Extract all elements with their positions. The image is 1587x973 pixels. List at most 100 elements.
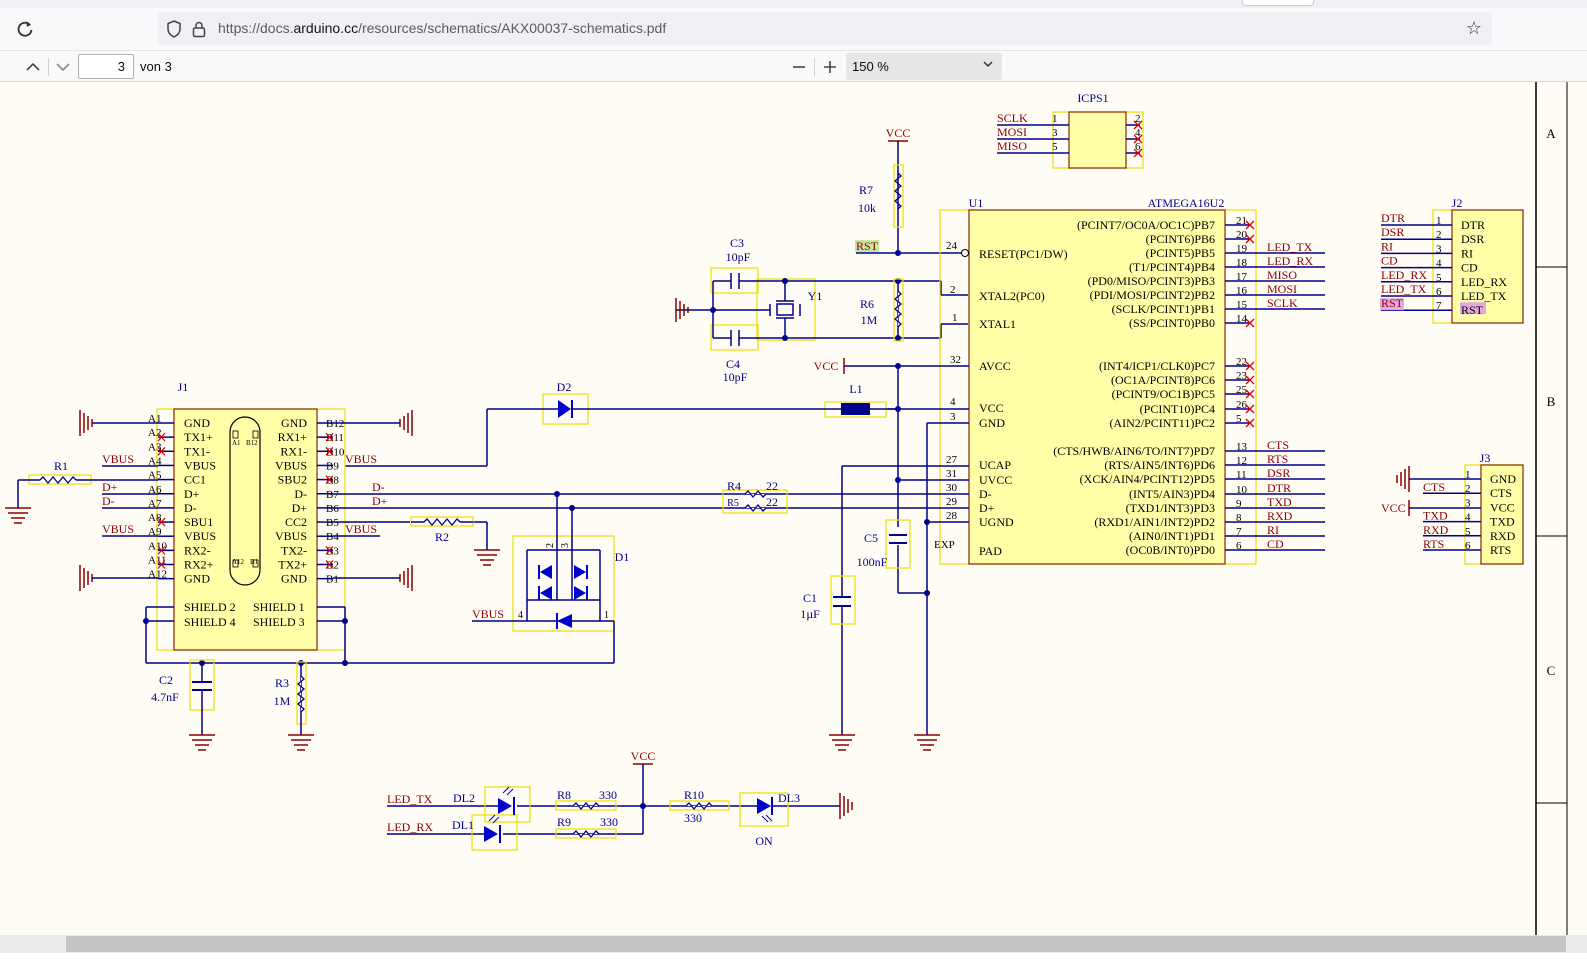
u1-pin-name: RESET(PC1/DW) <box>979 247 1068 261</box>
dminus-net-label: D- <box>372 480 385 494</box>
pin-number: 5 <box>1236 413 1242 425</box>
u1-pin-name: D- <box>979 487 992 501</box>
pin-number: 3 <box>1436 243 1442 255</box>
chevron-up-icon <box>26 62 40 71</box>
r1-ref: R1 <box>54 459 68 473</box>
zoom-value: 150 % <box>852 59 889 74</box>
zoom-select[interactable]: 150 % <box>846 53 1002 80</box>
vcc-label: VCC <box>886 126 911 140</box>
c1-ref: C1 <box>803 591 817 605</box>
j1-pin-name: D+ <box>184 487 200 501</box>
address-bar[interactable]: https://docs.arduino.cc/resources/schema… <box>158 12 1492 45</box>
pin-number: 11 <box>1236 469 1247 481</box>
led-icon <box>498 798 512 814</box>
r7-value: 10k <box>858 201 876 215</box>
pin-number: 2 <box>950 284 956 296</box>
r6-ref: R6 <box>860 297 874 311</box>
pin-number: 23 <box>1236 370 1248 382</box>
c5-ref: C5 <box>864 531 878 545</box>
no-connect-icon <box>1245 375 1255 385</box>
u1-pin-name: D+ <box>979 501 995 515</box>
tab-edge[interactable] <box>1242 0 1314 6</box>
lock-icon[interactable] <box>192 20 206 38</box>
resistor-icon <box>572 829 600 839</box>
j3-pin-name: GND <box>1490 472 1516 486</box>
u1-net-label: DTR <box>1267 481 1291 495</box>
u1-pin-name: XTAL2(PC0) <box>979 289 1045 303</box>
pin-number: 13 <box>1236 441 1248 453</box>
u1-pin-name: (PCINT7/OC0A/OC1C)PB7 <box>1077 218 1215 232</box>
j1-pin-name: TX1- <box>184 444 210 458</box>
u1-net-label: RXD <box>1267 509 1293 523</box>
j1-pin-name: GND <box>184 572 210 586</box>
bookmark-star-icon[interactable]: ☆ <box>1465 18 1483 38</box>
pin-number: 6 <box>1465 540 1471 552</box>
j1-pin-name: RX1- <box>280 444 307 458</box>
j1-pin-name: D- <box>294 487 307 501</box>
j3-pin-name: VCC <box>1490 500 1515 514</box>
j1-pin-name: GND <box>281 572 307 586</box>
pin-number: 4 <box>1436 258 1442 270</box>
previous-page-button[interactable] <box>22 56 44 78</box>
j1-pin-number: B5 <box>326 517 339 529</box>
j2-net-label: LED_RX <box>1381 268 1427 282</box>
icps1-header: ICPS1 SCLK MOSI MISO 1 3 5 2 4 6 <box>997 91 1144 169</box>
pin-number: 16 <box>1236 285 1248 297</box>
r7-resistor-icon <box>893 172 903 210</box>
j1-pin-number: B12 <box>326 418 344 430</box>
led-rx-net-label: LED_RX <box>387 820 433 834</box>
led-section: VCC LED_TX LED_RX DL2 DL1 R8 330 R9 330 … <box>387 749 853 851</box>
u1-pin-name: (TXD1/INT3)PD3 <box>1126 501 1215 515</box>
j3-pin-name: RTS <box>1490 543 1511 557</box>
d1-esd-array: D1 2 3 4 1 VBUS <box>472 494 629 663</box>
resistor-icon <box>744 489 767 499</box>
r1-resistor: R1 <box>5 459 158 524</box>
ground-icon <box>79 565 93 591</box>
pdf-viewer[interactable]: A B C ICPS1 SCLK MOSI MISO 1 3 5 2 4 6 <box>0 82 1587 935</box>
pin-number: 6 <box>1436 286 1442 298</box>
pin-number: 5 <box>1436 272 1442 284</box>
no-connect-icon <box>1245 220 1255 230</box>
pin-number: 26 <box>1236 399 1248 411</box>
u1-pin-name: (OC0B/INT0)PD0 <box>1126 543 1215 557</box>
pin-number: 27 <box>946 454 958 466</box>
u1-pin-name: (AIN2/PCINT11)PC2 <box>1109 416 1215 430</box>
bottom-strip <box>0 953 1587 973</box>
r7-ref: R7 <box>859 183 873 197</box>
no-connect-icon <box>1245 361 1255 371</box>
border-letter-b: B <box>1547 394 1556 409</box>
j1-pin-name: TX2- <box>281 543 307 557</box>
r2-ref: R2 <box>435 530 449 544</box>
pin-number: 18 <box>1236 257 1248 269</box>
u1-pin-name: (RTS/AIN5/INT6)PD6 <box>1104 458 1215 472</box>
pin-number: 5 <box>1465 526 1471 538</box>
ground-icon <box>914 734 940 751</box>
icps1-net-mosi: MOSI <box>997 125 1027 139</box>
tracking-shield-icon[interactable] <box>166 20 182 38</box>
resistor-icon <box>423 517 461 527</box>
u1-pin-name: VCC <box>979 401 1004 415</box>
zoom-in-button[interactable] <box>819 56 841 78</box>
reload-icon[interactable] <box>14 18 36 40</box>
scrollbar-thumb[interactable] <box>66 936 1566 952</box>
zoom-out-button[interactable] <box>788 56 810 78</box>
horizontal-scrollbar[interactable] <box>0 935 1587 953</box>
j1-pin-number: A5 <box>148 470 162 482</box>
crystal-section: C3 10pF C4 10pF Y1 R6 1M <box>675 236 968 384</box>
j1-pin-name: VBUS <box>184 458 216 472</box>
j1-pin-number: A9 <box>148 526 162 538</box>
ground-icon <box>189 734 215 751</box>
j2-net-label: LED_TX <box>1381 282 1427 296</box>
next-page-button[interactable] <box>52 56 74 78</box>
j1-pin-number: A7 <box>148 498 162 510</box>
ground-icon <box>839 793 853 819</box>
pin-number: 1 <box>1465 469 1471 481</box>
vbus-net-label: VBUS <box>102 522 134 536</box>
led-icon <box>757 798 771 814</box>
u1-pin-name: UVCC <box>979 473 1012 487</box>
pin-number: 24 <box>946 240 958 252</box>
ground-icon <box>288 734 314 751</box>
d2-diode: D2 <box>345 380 898 467</box>
page-number-input[interactable]: 3 <box>78 54 134 79</box>
url-text[interactable]: https://docs.arduino.cc/resources/schema… <box>218 20 666 36</box>
